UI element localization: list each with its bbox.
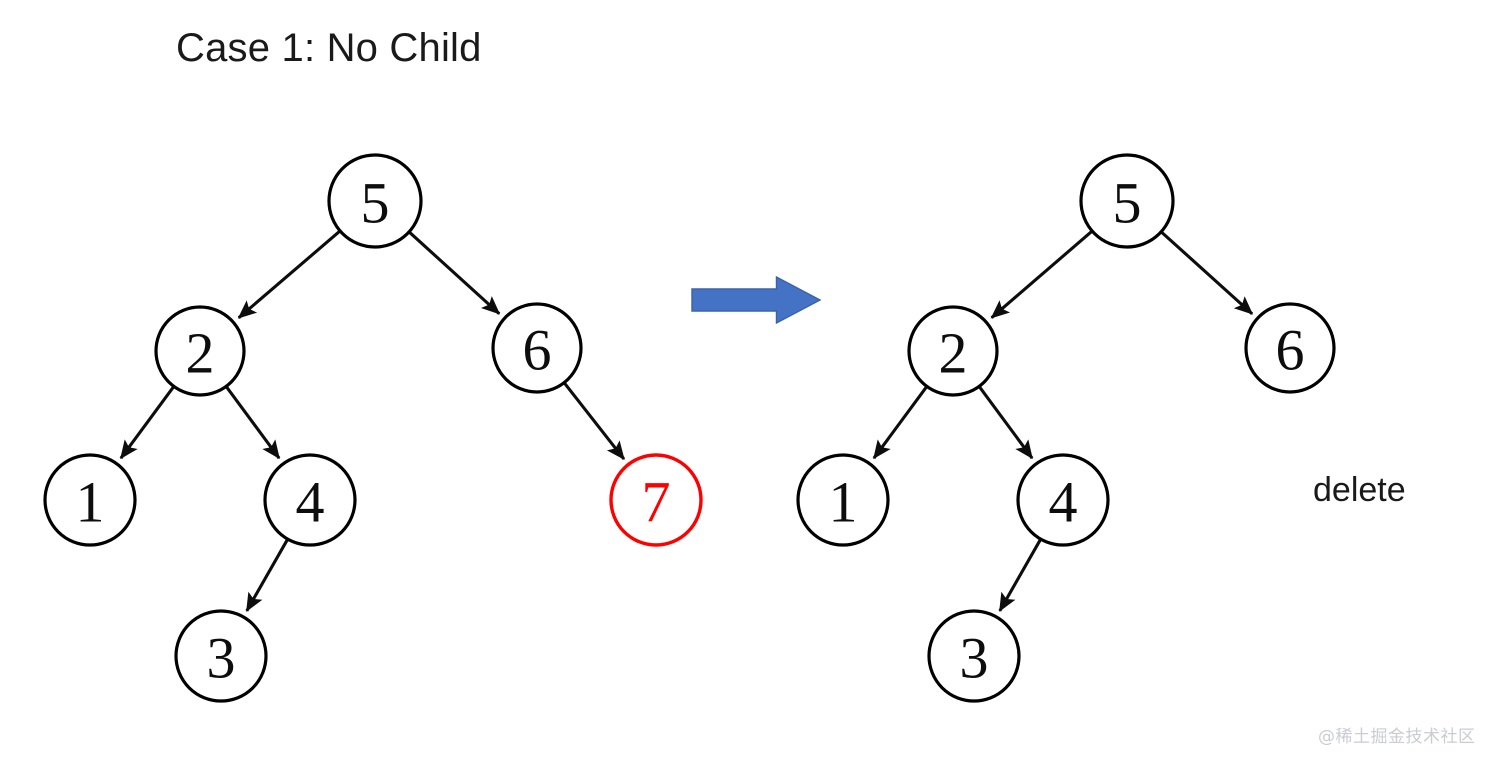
tree-edge-R4-R3	[998, 539, 1042, 612]
tree-edge-R5-R2	[990, 230, 1093, 319]
node-value-label: 1	[829, 470, 858, 535]
node-value-label: 5	[1113, 171, 1142, 236]
watermark-text: @稀土掘金技术社区	[1318, 727, 1476, 747]
page-title: Case 1: No Child	[176, 26, 482, 70]
tree-edge-L2-L4	[225, 386, 281, 460]
node-value-label: 4	[296, 470, 325, 535]
node-circle-icon	[43, 453, 137, 547]
node-circle-icon	[1244, 302, 1336, 394]
node-value-label: 2	[939, 321, 968, 386]
tree-nodes-group: 5 2 6 1 4 7 3 5 2 6 1 4 3	[43, 153, 1336, 703]
node-value-label: 1	[76, 470, 105, 535]
node-value-label: 7	[642, 470, 671, 535]
tree-node-2-before[interactable]: 2	[154, 305, 246, 397]
tree-node-4-before[interactable]: 4	[263, 453, 357, 547]
tree-node-1-before[interactable]: 1	[43, 453, 137, 547]
tree-edge-L5-L2	[237, 230, 341, 319]
tree-edge-R2-R4	[978, 386, 1034, 460]
tree-edges-group	[119, 230, 1254, 612]
node-circle-icon	[1016, 453, 1110, 547]
delete-annotation: delete	[1313, 471, 1406, 509]
tree-node-2-after[interactable]: 2	[907, 305, 999, 397]
node-circle-icon	[327, 153, 423, 249]
tree-node-7-before[interactable]: 7	[609, 453, 703, 547]
tree-edge-R5-R6	[1160, 231, 1254, 315]
tree-edge-L6-L7	[563, 382, 626, 461]
node-value-label: 2	[186, 321, 215, 386]
node-value-label: 4	[1049, 470, 1078, 535]
node-circle-icon	[263, 453, 357, 547]
tree-node-5-before[interactable]: 5	[327, 153, 423, 249]
tree-edge-R2-R1	[872, 386, 928, 460]
tree-edge-L4-L3	[245, 539, 289, 612]
node-value-label: 3	[960, 626, 989, 691]
node-value-label: 3	[207, 626, 236, 691]
tree-node-5-after[interactable]: 5	[1079, 153, 1175, 249]
tree-edge-L2-L1	[119, 386, 175, 460]
node-circle-icon	[796, 453, 890, 547]
node-value-label: 5	[361, 171, 390, 236]
tree-node-3-after[interactable]: 3	[927, 609, 1021, 703]
tree-node-6-after[interactable]: 6	[1244, 302, 1336, 394]
node-circle-icon	[927, 609, 1021, 703]
node-circle-icon	[907, 305, 999, 397]
tree-node-6-before[interactable]: 6	[491, 302, 583, 394]
tree-node-4-after[interactable]: 4	[1016, 453, 1110, 547]
node-value-label: 6	[1276, 318, 1305, 383]
tree-node-3-before[interactable]: 3	[174, 609, 268, 703]
node-circle-icon	[1079, 153, 1175, 249]
node-circle-icon	[609, 453, 703, 547]
node-circle-icon	[174, 609, 268, 703]
node-circle-icon	[154, 305, 246, 397]
node-circle-icon	[491, 302, 583, 394]
right-arrow-icon	[691, 275, 822, 325]
tree-node-1-after[interactable]: 1	[796, 453, 890, 547]
transition-arrow-icon	[691, 275, 822, 325]
node-value-label: 6	[523, 318, 552, 383]
tree-edge-L5-L6	[408, 231, 501, 315]
